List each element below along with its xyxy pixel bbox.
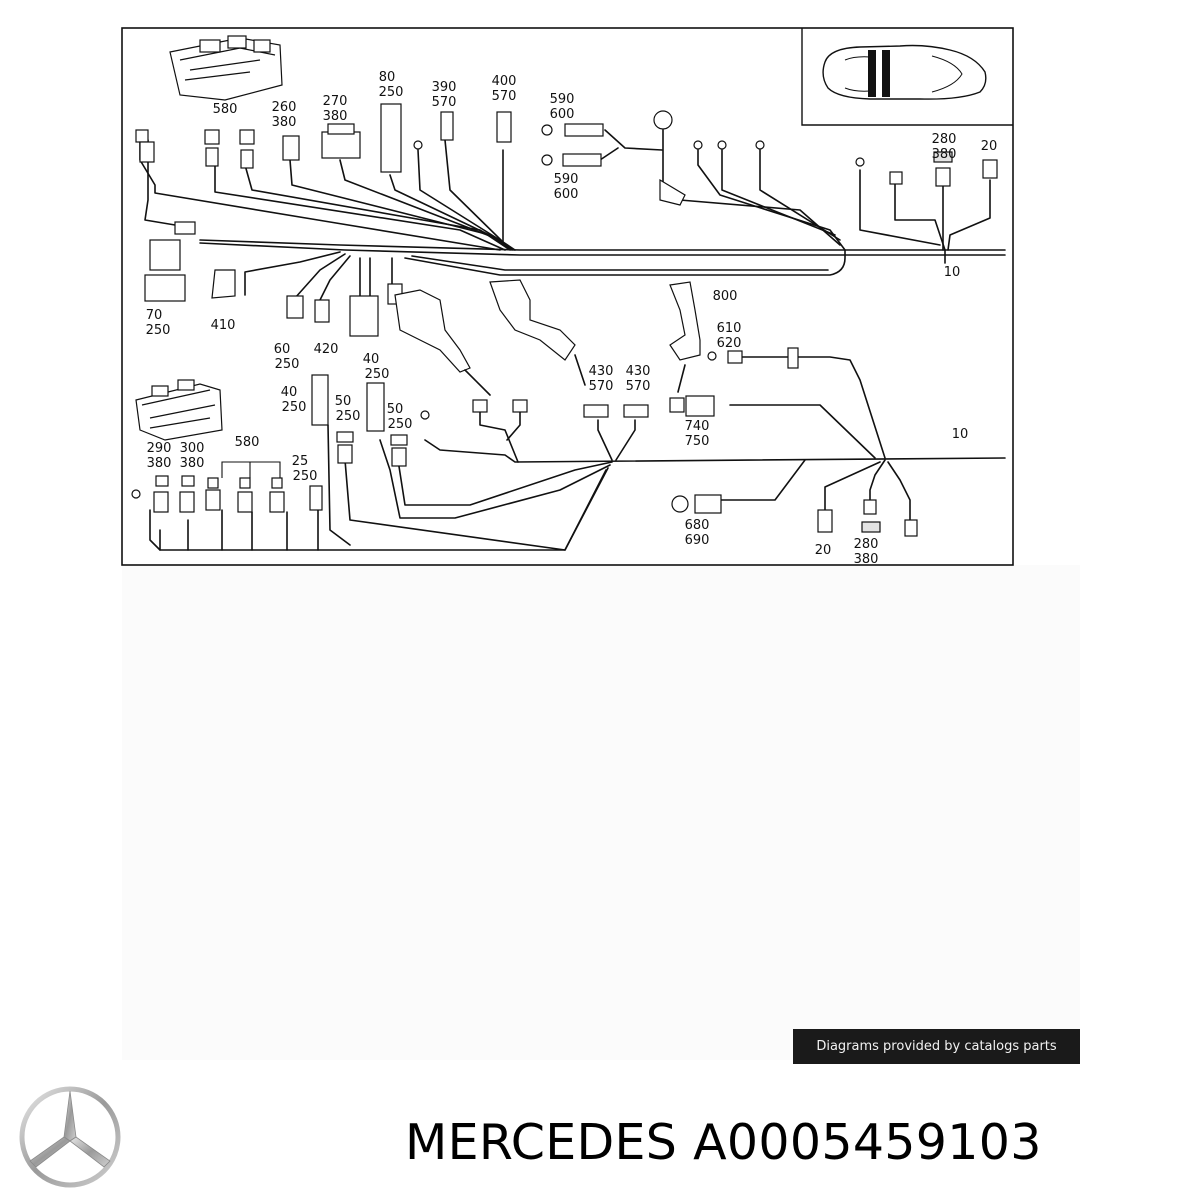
label-20-b: 20 <box>815 543 832 558</box>
label-410: 410 <box>211 318 236 333</box>
label-590-a: 590 <box>550 92 575 107</box>
pedal-assemblies <box>394 279 701 396</box>
main-harness-upper <box>199 239 1006 301</box>
label-380-d: 380 <box>147 456 172 471</box>
label-620: 620 <box>717 336 742 351</box>
label-70: 70 <box>146 308 163 323</box>
label-380-e: 380 <box>180 456 205 471</box>
diagram-paper <box>122 565 1080 1060</box>
label-570-a: 570 <box>432 95 457 110</box>
label-600-b: 600 <box>554 187 579 202</box>
label-25: 25 <box>292 454 309 469</box>
label-40-b: 40 <box>281 385 298 400</box>
connectors <box>131 103 998 537</box>
diagram-frame <box>121 27 1014 566</box>
label-250-e: 250 <box>282 400 307 415</box>
label-300: 300 <box>180 441 205 456</box>
label-60: 60 <box>274 342 291 357</box>
product-title: MERCEDES A0005459103 <box>405 1108 1195 1178</box>
diagram-caption: Diagrams provided by catalogs parts <box>793 1029 1080 1064</box>
label-390: 390 <box>432 80 457 95</box>
fuse-box-bottom <box>135 379 223 441</box>
label-290: 290 <box>147 441 172 456</box>
label-250-d: 250 <box>365 367 390 382</box>
brand-name: MERCEDES <box>405 1114 678 1171</box>
label-580-bottom: 580 <box>235 435 260 450</box>
label-10-b: 10 <box>952 427 969 442</box>
label-80: 80 <box>379 70 396 85</box>
label-570-d: 570 <box>626 379 651 394</box>
label-800: 800 <box>713 289 738 304</box>
label-50-b: 50 <box>387 402 404 417</box>
label-270: 270 <box>323 94 348 109</box>
label-610: 610 <box>717 321 742 336</box>
label-380-a: 380 <box>272 115 297 130</box>
label-250-c: 250 <box>275 357 300 372</box>
label-280-a: 280 <box>932 132 957 147</box>
label-400: 400 <box>492 74 517 89</box>
label-250-h: 250 <box>293 469 318 484</box>
label-600-a: 600 <box>550 107 575 122</box>
label-260: 260 <box>272 100 297 115</box>
label-380-f: 380 <box>854 552 879 567</box>
label-570-b: 570 <box>492 89 517 104</box>
label-10-a: 10 <box>944 265 961 280</box>
label-750: 750 <box>685 434 710 449</box>
label-250-a: 250 <box>379 85 404 100</box>
label-590-b: 590 <box>554 172 579 187</box>
label-690: 690 <box>685 533 710 548</box>
label-680: 680 <box>685 518 710 533</box>
car-silhouette <box>822 44 987 100</box>
label-420: 420 <box>314 342 339 357</box>
part-number: A0005459103 <box>693 1114 1042 1171</box>
label-430-b: 430 <box>626 364 651 379</box>
label-430-a: 430 <box>589 364 614 379</box>
fuse-box-top <box>169 35 283 101</box>
label-380-b: 380 <box>323 109 348 124</box>
label-250-g: 250 <box>388 417 413 432</box>
main-harness-lower <box>149 356 1006 551</box>
car-location-inset <box>801 28 1013 126</box>
label-280-b: 280 <box>854 537 879 552</box>
label-740: 740 <box>685 419 710 434</box>
label-380-c: 380 <box>932 147 957 162</box>
label-570-c: 570 <box>589 379 614 394</box>
label-40-a: 40 <box>363 352 380 367</box>
label-580-top: 580 <box>213 102 238 117</box>
label-20-a: 20 <box>981 139 998 154</box>
label-250-b: 250 <box>146 323 171 338</box>
label-250-f: 250 <box>336 409 361 424</box>
label-50-a: 50 <box>335 394 352 409</box>
mercedes-star-logo-icon <box>19 1086 121 1188</box>
